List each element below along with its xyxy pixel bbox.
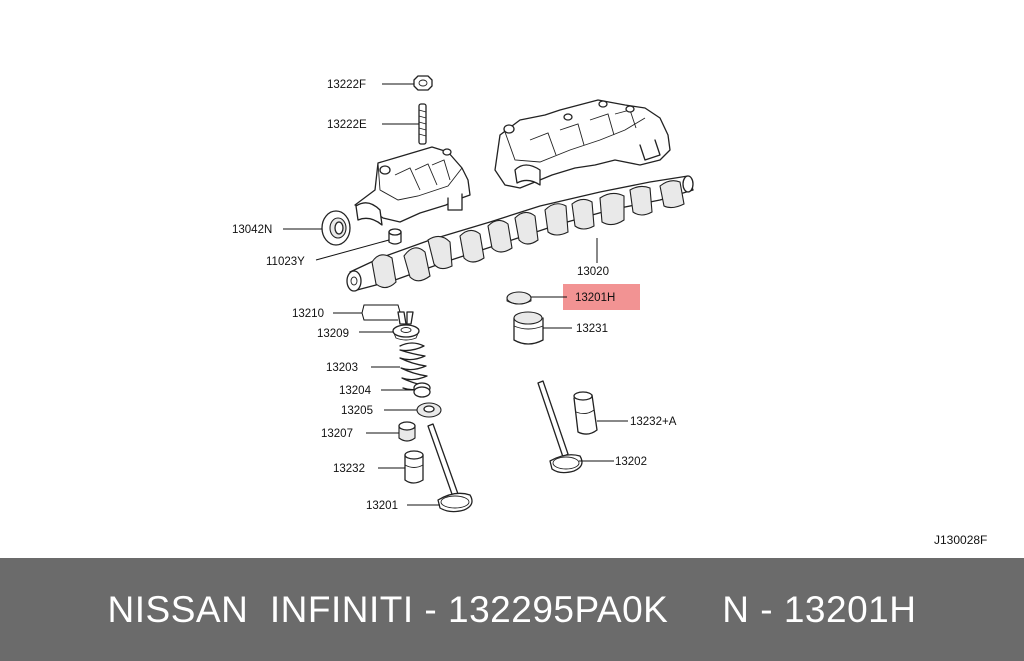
dowel-11023Y: [388, 228, 402, 245]
label-13232A: 13232+A: [630, 416, 677, 428]
label-13205: 13205: [341, 405, 373, 417]
lifter-13231: [513, 311, 544, 345]
stud-13222E: [418, 103, 427, 145]
nut-13222F: [413, 75, 433, 91]
valve-13202: [537, 380, 583, 474]
exploded-view-drawing: 13222F 13222E 13042N 11023Y 13020 13201H…: [232, 75, 987, 547]
footer-part-number-text: NISSAN INFINITI - 132295PA0K N - 13201H: [107, 588, 917, 630]
collet-13210: [397, 311, 414, 325]
spring-seat-13204: [413, 382, 431, 398]
label-13202: 13202: [615, 456, 647, 468]
spring-13203: [399, 342, 429, 391]
valve-13201: [427, 423, 473, 513]
footer-bar: NISSAN INFINITI - 132295PA0K N - 13201H: [0, 558, 1024, 661]
label-13020: 13020: [577, 266, 609, 278]
label-13203: 13203: [326, 362, 358, 374]
label-13207: 13207: [321, 428, 353, 440]
valve-guide-13232: [404, 450, 424, 484]
label-13201: 13201: [366, 500, 398, 512]
parts-diagram: 13222F 13222E 13042N 11023Y 13020 13201H…: [232, 75, 988, 547]
label-13209: 13209: [317, 328, 349, 340]
camshaft: [346, 175, 694, 292]
label-13201H: 13201H: [575, 292, 615, 304]
label-13222F: 13222F: [327, 79, 366, 91]
valve-seal-13207: [398, 421, 416, 442]
valve-guide-13232A: [573, 391, 598, 435]
label-13042N: 13042N: [232, 224, 272, 236]
leader-lines: [283, 83, 628, 506]
retainer-13209: [392, 324, 420, 341]
spring-seat-13205: [416, 402, 442, 418]
diagram-reference-code: J130028F: [934, 533, 987, 547]
camshaft-bracket-front: [354, 146, 471, 226]
oil-seal-13042N: [321, 210, 351, 246]
label-13231: 13231: [576, 323, 608, 335]
label-13222E: 13222E: [327, 119, 367, 131]
label-13210: 13210: [292, 308, 324, 320]
label-11023Y: 11023Y: [266, 256, 305, 268]
highlight-box: [563, 284, 640, 310]
camshaft-bracket-rear: [494, 99, 671, 189]
label-13204: 13204: [339, 385, 372, 397]
shim-13201H: [506, 291, 532, 305]
label-13232: 13232: [333, 463, 365, 475]
